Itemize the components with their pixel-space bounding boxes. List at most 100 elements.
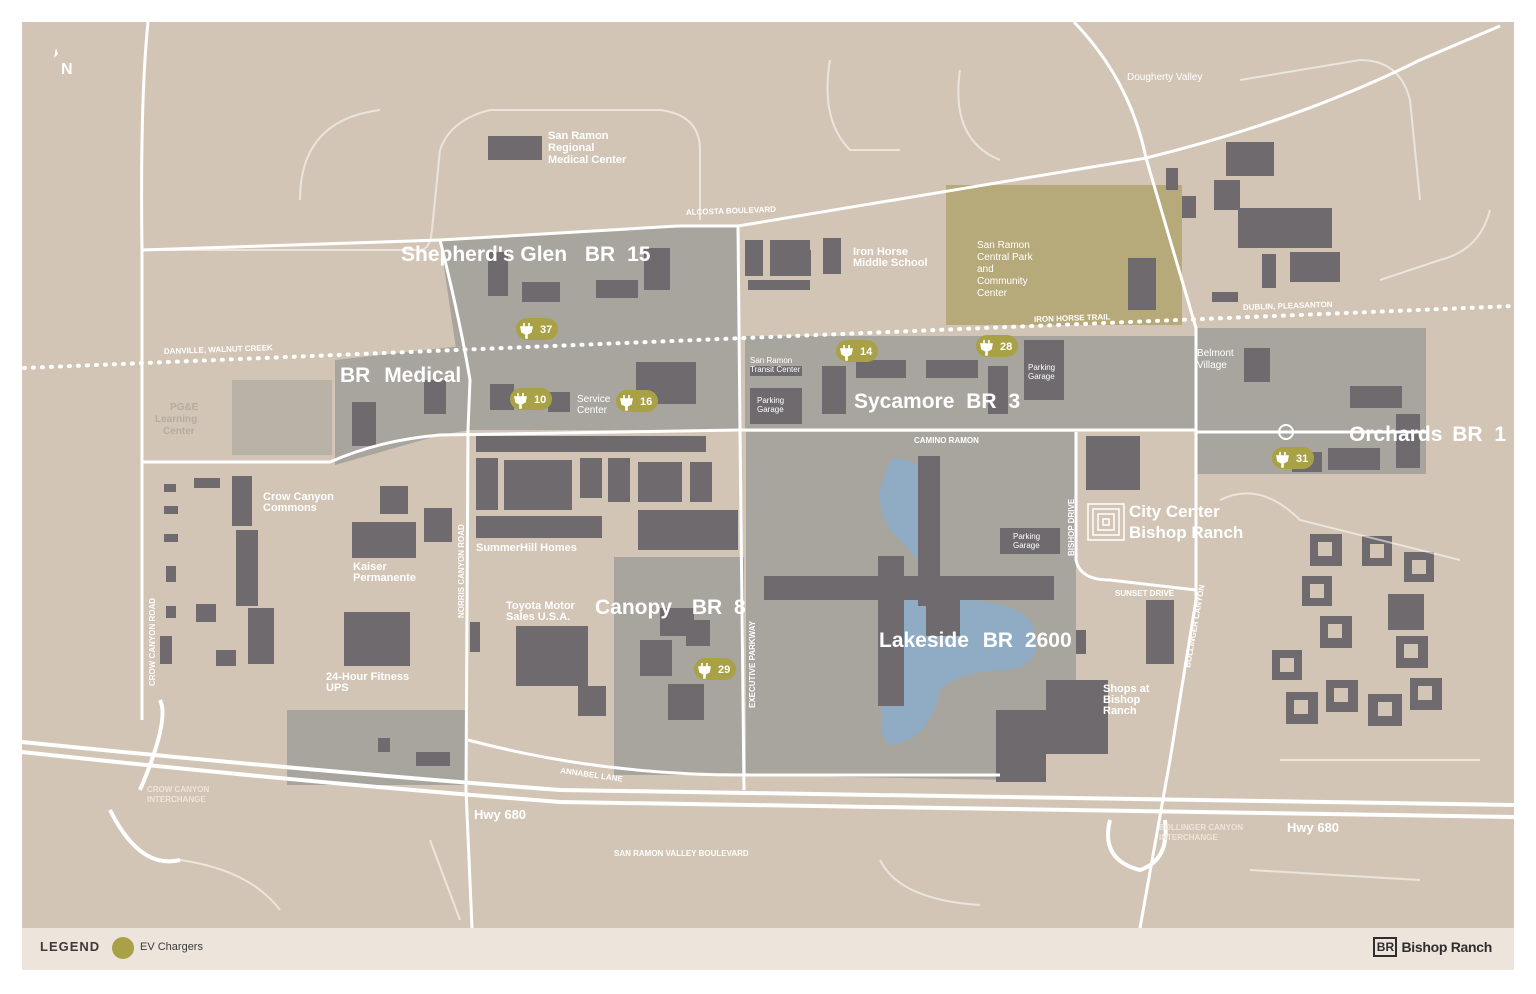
medical-center-label-2: Regional: [548, 142, 594, 154]
campus-orchards[interactable]: Orchards BR 1: [1349, 423, 1506, 446]
parking-east-1: Parking: [1028, 363, 1055, 372]
lake-north: [879, 458, 920, 560]
ev-charger-29[interactable]: 29: [694, 658, 736, 680]
pge-label-3: Center: [163, 426, 195, 437]
executive-parkway-label: EXECUTIVE PARKWAY: [748, 620, 757, 708]
campus-code: 8: [734, 596, 746, 619]
campus-medical[interactable]: BR Medical: [340, 364, 461, 387]
dougherty-label: Dougherty Valley: [1127, 72, 1202, 83]
ev-charger-16[interactable]: 16: [616, 390, 658, 412]
ev-charger-31[interactable]: 31: [1272, 447, 1314, 469]
compass: N: [54, 48, 73, 78]
plug-icon: [514, 393, 527, 409]
central-park-label-4: Community: [977, 276, 1028, 287]
campus-code: 2600: [1025, 629, 1072, 652]
shops-label-3: Ranch: [1103, 705, 1137, 717]
fitness-label-1: 24-Hour Fitness: [326, 671, 409, 683]
crow-interchange-label-1: CROW CANYON: [147, 785, 209, 794]
transit-label-1: San Ramon: [750, 356, 792, 365]
belmont-label-2: Village: [1197, 360, 1227, 371]
iron-horse-school-label-2: Middle School: [853, 257, 928, 269]
medical-center-label-1: San Ramon: [548, 130, 609, 142]
city-center-label-1: City Center: [1129, 502, 1220, 521]
camino-ramon-label: CAMINO RAMON: [914, 436, 979, 445]
legend-ev-label: EV Chargers: [140, 941, 203, 953]
building-courtyards: [1280, 542, 1432, 716]
plug-icon: [520, 323, 533, 339]
campus-canopy[interactable]: Canopy BR 8: [595, 596, 746, 619]
bollinger-interchange-label-2: INTERCHANGE: [1159, 833, 1218, 842]
campus-lakeside[interactable]: Lakeside BR 2600: [879, 629, 1072, 652]
iron-horse-school-label-1: Iron Horse: [853, 246, 908, 258]
medical-center-label-3: Medical Center: [548, 154, 627, 166]
campus-code: 1: [1494, 423, 1506, 446]
service-center-label-2: Center: [577, 405, 608, 416]
plug-icon: [698, 663, 711, 679]
hwy-680-left-label: Hwy 680: [474, 807, 526, 822]
charger-count: 37: [540, 324, 552, 336]
br-mark: BR: [983, 629, 1013, 652]
charger-count: 28: [1000, 341, 1012, 353]
central-park-label-5: Center: [977, 288, 1008, 299]
crow-commons-label-2: Commons: [263, 502, 317, 514]
major-roads: [140, 20, 1501, 929]
plug-icon: [1276, 452, 1289, 468]
service-center-label-1: Service: [577, 394, 611, 405]
legend-title: LEGEND: [40, 939, 101, 954]
bishop-drive-label: BISHOP DRIVE: [1067, 498, 1076, 556]
ev-charger-14[interactable]: 14: [836, 340, 878, 362]
crow-commons-label-1: Crow Canyon: [263, 491, 334, 503]
ev-charger-10[interactable]: 10: [510, 388, 552, 410]
shops-label-2: Bishop: [1103, 694, 1141, 706]
campus-name: Medical: [384, 364, 461, 387]
kaiser-label-2: Permanente: [353, 572, 416, 584]
belmont-label-1: Belmont: [1197, 348, 1234, 359]
legend-bar: LEGEND EV Chargers BR Bishop Ranch: [22, 928, 1514, 970]
roundabout: [1278, 424, 1294, 440]
plug-icon: [980, 340, 993, 356]
campus-sycamore[interactable]: Sycamore BR 3: [854, 390, 1020, 413]
campus-name: Orchards: [1349, 423, 1442, 446]
bishop-ranch-logo[interactable]: BR Bishop Ranch: [1373, 937, 1492, 957]
campus-name: Shepherd's Glen: [401, 243, 567, 266]
place-labels: San Ramon Regional Medical Center ALCOST…: [147, 72, 1339, 858]
plug-icon: [840, 345, 853, 361]
parking-sycamore-1: Parking: [757, 396, 784, 405]
parking-east-2: Garage: [1028, 372, 1055, 381]
lake-south: [881, 600, 1037, 745]
campus-labels: Shepherd's Glen BR 15 BR Medical Sycamor…: [340, 243, 1506, 652]
norris-label: NORRIS CANYON ROAD: [457, 524, 466, 618]
transit-label-2: Transit Center: [750, 365, 801, 374]
crow-canyon-road-label: CROW CANYON ROAD: [148, 598, 157, 686]
ev-charger-37[interactable]: 37: [516, 318, 558, 340]
city-center-logo-icon: [1087, 503, 1125, 541]
toyota-label-1: Toyota Motor: [506, 600, 576, 612]
parking-lakeside-2: Garage: [1013, 541, 1040, 550]
parking-sycamore-2: Garage: [757, 405, 784, 414]
parking-lakeside-1: Parking: [1013, 532, 1040, 541]
br-mark: BR: [585, 243, 615, 266]
iron-horse-trail-path: [22, 304, 1516, 370]
pge-label-2: Learning: [155, 414, 197, 425]
pge-label-1: PG&E: [170, 402, 199, 413]
brand-mark: BR: [1373, 937, 1398, 957]
alcosta-label: ALCOSTA BOULEVARD: [686, 205, 777, 217]
campus-code: 15: [627, 243, 651, 266]
campus-name: Sycamore: [854, 390, 954, 413]
ev-chargers: 37 10 16 14 28 31 29: [510, 318, 1314, 680]
minor-roads: [150, 58, 1491, 921]
toyota-label-2: Sales U.S.A.: [506, 611, 570, 623]
plug-icon: [620, 395, 633, 411]
ev-charger-28[interactable]: 28: [976, 335, 1018, 357]
north-arrow-icon: [54, 48, 58, 58]
campus-name: Canopy: [595, 596, 672, 619]
campus-shepherds-glen[interactable]: Shepherd's Glen BR 15: [401, 243, 651, 266]
kaiser-label-1: Kaiser: [353, 561, 387, 573]
fitness-label-2: UPS: [326, 682, 349, 694]
brand-name: Bishop Ranch: [1401, 939, 1492, 955]
compass-label: N: [61, 61, 73, 78]
ev-charger-legend-icon: [112, 937, 134, 959]
campus-name: Lakeside: [879, 629, 969, 652]
buildings: [160, 136, 1442, 782]
